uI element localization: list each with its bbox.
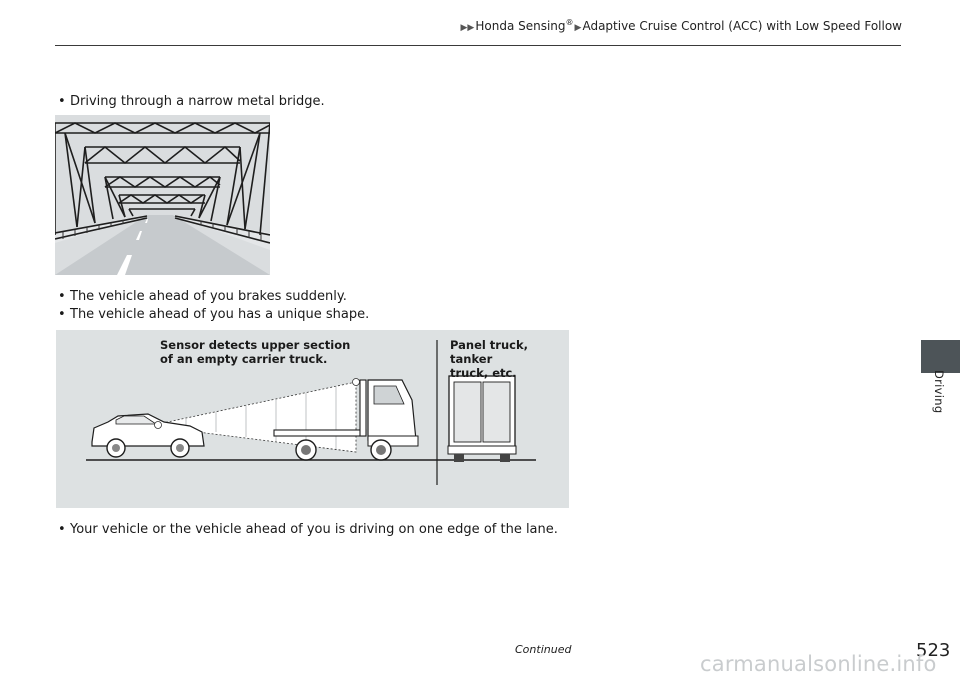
bullet-icon: •	[58, 289, 66, 304]
list-item: • Your vehicle or the vehicle ahead of yo…	[58, 522, 558, 537]
page-number: 523	[916, 640, 951, 661]
breadcrumb-item-acc: Adaptive Cruise Control (ACC) with Low S…	[582, 19, 902, 33]
watermark: carmanualsonline.info	[700, 652, 937, 676]
list-item: • The vehicle ahead of you brakes suddenl…	[58, 289, 347, 304]
panel-truck-drawing	[447, 375, 517, 462]
list-item-text: Driving through a narrow metal bridge.	[70, 94, 325, 109]
list-item: • Driving through a narrow metal bridge.	[58, 94, 325, 109]
triangle-right-icon: ▶▶	[460, 23, 475, 33]
bullet-icon: •	[58, 522, 66, 537]
bullet-icon: •	[58, 94, 66, 109]
section-tab-marker	[921, 340, 960, 373]
carrier-truck-drawing	[273, 378, 419, 461]
breadcrumb-item-honda-sensing: Honda Sensing	[475, 19, 566, 33]
list-item: • The vehicle ahead of you has a unique s…	[58, 307, 369, 322]
breadcrumb: ▶▶Honda Sensing®▶Adaptive Cruise Control…	[0, 18, 902, 33]
list-item-text: Your vehicle or the vehicle ahead of you…	[70, 522, 558, 537]
section-tab-label: Driving	[932, 370, 946, 414]
sensor-truck-drawing	[56, 330, 569, 508]
sensor-caption: Sensor detects upper section of an empty…	[160, 338, 351, 366]
triangle-right-icon: ▶	[574, 23, 582, 33]
panel-truck-caption: Panel truck, tanker truck, etc.	[450, 338, 529, 380]
bridge-illustration	[54, 115, 271, 275]
sensor-truck-illustration: Sensor detects upper section of an empty…	[56, 330, 569, 508]
registered-mark: ®	[565, 18, 574, 27]
bullet-icon: •	[58, 307, 66, 322]
header-divider	[55, 45, 901, 46]
list-item-text: The vehicle ahead of you brakes suddenly…	[70, 289, 347, 304]
list-item-text: The vehicle ahead of you has a unique sh…	[70, 307, 370, 322]
bridge-drawing	[54, 115, 271, 275]
continued-label: Continued	[515, 643, 572, 656]
car-drawing	[91, 413, 205, 458]
